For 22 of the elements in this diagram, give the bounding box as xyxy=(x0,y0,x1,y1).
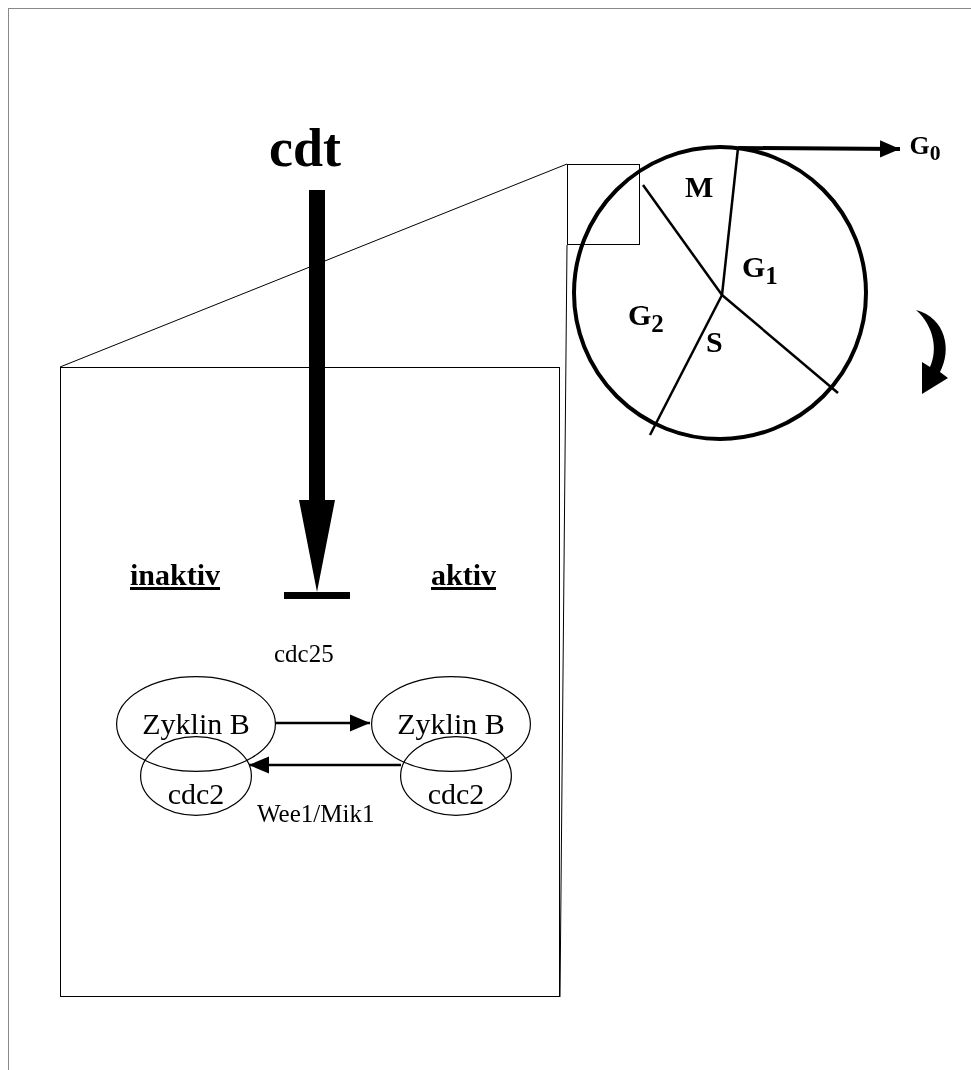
zoom-line xyxy=(559,244,568,998)
protein-name: cdc2 xyxy=(167,777,225,811)
arrow xyxy=(249,756,401,774)
zoom-square xyxy=(567,164,640,245)
state-label: inaktiv xyxy=(130,558,221,592)
phase-label: M xyxy=(685,170,714,204)
zoom-box xyxy=(60,367,560,997)
phase-label: G$_{2}$ xyxy=(628,298,664,338)
protein-name: cdc2 xyxy=(427,777,485,811)
protein-name: Zyklin B xyxy=(142,707,250,741)
state-label: aktiv xyxy=(431,558,496,592)
cell-cycle-circle xyxy=(572,145,868,441)
phase-label: G$_{1}$ xyxy=(742,250,778,290)
protein-ellipse xyxy=(371,676,531,772)
protein-name: Zyklin B xyxy=(397,707,505,741)
arrow xyxy=(275,714,370,732)
phase-label: G$_{0}$ xyxy=(909,131,941,167)
protein-ellipse xyxy=(116,676,276,772)
title-label: cdt xyxy=(269,116,341,179)
arrow xyxy=(738,140,900,158)
phase-label: S xyxy=(706,325,723,359)
zoom-line xyxy=(59,163,568,368)
